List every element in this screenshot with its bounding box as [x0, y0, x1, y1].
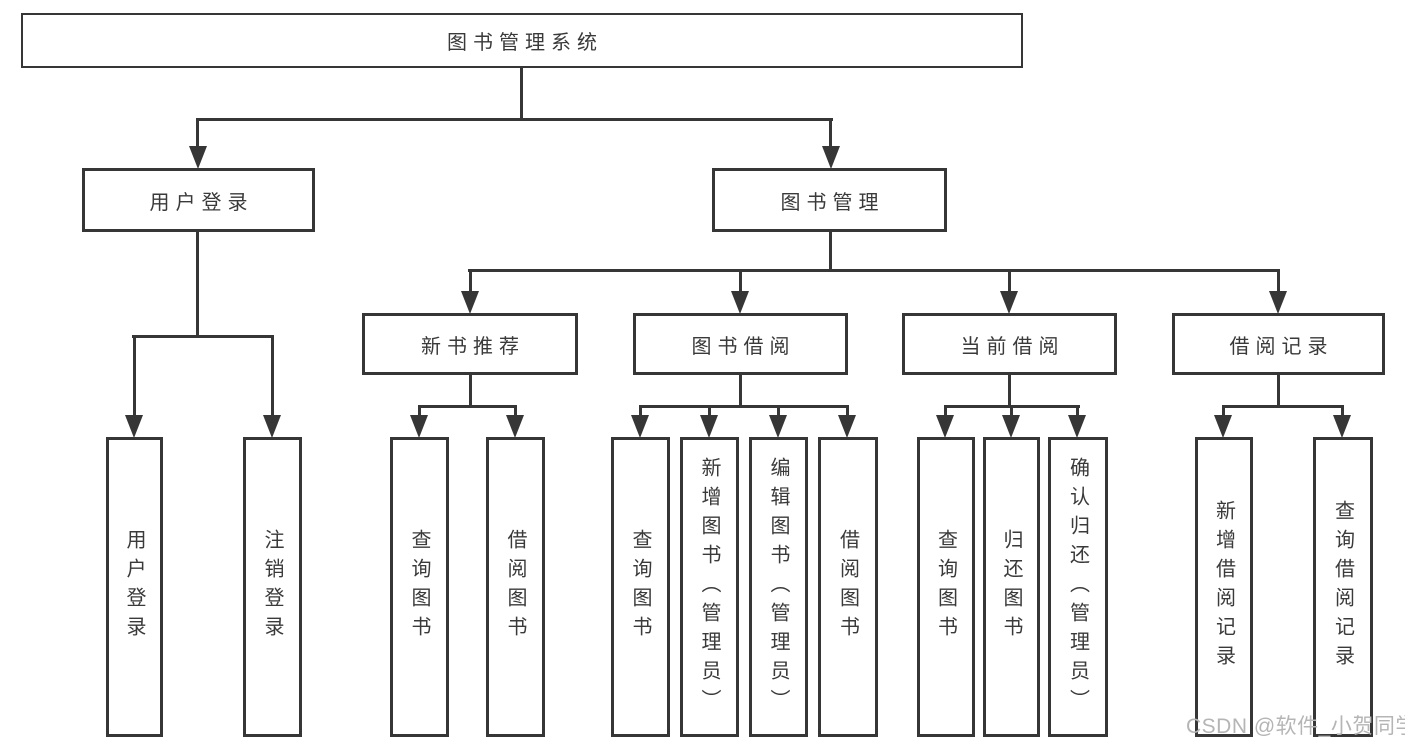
leaf-user-login: 用户登录 [106, 437, 163, 737]
node-label: 新书推荐 [421, 335, 525, 358]
connector-v-leaf [514, 405, 517, 418]
leaf-add-books-admin: 新增图书（管理员） [680, 437, 739, 737]
node-label: 图书管理系统 [447, 32, 603, 54]
arrow-down-icon [125, 415, 143, 438]
arrow-down-icon [1068, 415, 1086, 438]
node-label: 借阅记录 [1229, 335, 1334, 358]
leaf-borrow-books: 借阅图书 [818, 437, 878, 737]
connector-v-leaf [271, 335, 274, 416]
leaf-return-books: 归还图书 [983, 437, 1040, 737]
node-root-library-system: 图书管理系统 [21, 13, 1023, 68]
leaf-query-borrow-record: 查询借阅记录 [1313, 437, 1373, 737]
arrow-down-icon [769, 415, 787, 438]
node-user-login: 用户登录 [82, 168, 315, 232]
connector-v-leaf [944, 405, 947, 418]
arrow-down-icon [838, 415, 856, 438]
node-label: 注销登录 [261, 529, 283, 645]
node-label: 确认归还（管理员） [1066, 456, 1089, 718]
connector-v-user-login [196, 118, 199, 148]
node-book-management: 图书管理 [712, 168, 947, 232]
connector-v-user-login-down [196, 230, 199, 337]
arrow-down-icon [731, 291, 749, 314]
connector-h-user-login-branch [132, 335, 274, 338]
connector-v-book-mgmt-down [829, 231, 832, 272]
arrow-down-icon [1269, 291, 1287, 314]
arrow-down-icon [506, 415, 524, 438]
arrow-down-icon [1002, 415, 1020, 438]
arrow-down-icon [189, 146, 207, 169]
node-label: 归还图书 [1000, 529, 1022, 645]
arrow-down-icon [936, 415, 954, 438]
arrow-down-icon [1333, 415, 1351, 438]
arrow-down-icon [1214, 415, 1232, 438]
connector-v-l3 [1277, 269, 1280, 294]
arrow-down-icon [461, 291, 479, 314]
arrow-down-icon [631, 415, 649, 438]
connector-h-records-branch [1222, 405, 1344, 408]
leaf-edit-books-admin: 编辑图书（管理员） [749, 437, 808, 737]
connector-v-leaf [1341, 405, 1344, 418]
connector-v-leaf [1076, 405, 1079, 418]
connector-v-leaf [846, 405, 849, 418]
leaf-query-books: 查询图书 [390, 437, 449, 737]
node-label: 查询图书 [408, 529, 430, 645]
connector-v-leaf [1010, 405, 1013, 418]
node-label: 编辑图书（管理员） [767, 456, 789, 718]
connector-v-l3 [1008, 269, 1011, 294]
connector-v-bookborrow-down [739, 375, 742, 407]
connector-h-level2 [196, 118, 833, 121]
node-borrow-records: 借阅记录 [1172, 313, 1385, 375]
node-label: 借阅图书 [504, 529, 526, 645]
arrow-down-icon [410, 415, 428, 438]
connector-v-currentborrow-down [1008, 375, 1011, 407]
node-label: 查询图书 [934, 529, 957, 645]
node-label: 查询借阅记录 [1331, 500, 1354, 674]
node-label: 图书借阅 [691, 335, 796, 358]
node-current-borrow: 当前借阅 [902, 313, 1117, 375]
node-label: 用户登录 [149, 191, 254, 214]
leaf-add-borrow-record: 新增借阅记录 [1195, 437, 1253, 737]
node-label: 查询图书 [629, 529, 651, 645]
connector-h-level3 [468, 269, 1280, 272]
connector-v-leaf [1222, 405, 1225, 418]
leaf-confirm-return-admin: 确认归还（管理员） [1048, 437, 1108, 737]
connector-v-leaf [639, 405, 642, 418]
connector-v-book-mgmt [829, 118, 832, 148]
node-label: 用户登录 [123, 529, 145, 645]
watermark: CSDN @软件_小贺同学 [1186, 715, 1405, 738]
leaf-borrow-books: 借阅图书 [486, 437, 545, 737]
connector-v-leaf [133, 335, 136, 416]
node-label: 图书管理 [780, 191, 885, 214]
leaf-query-books: 查询图书 [611, 437, 670, 737]
node-label: 当前借阅 [960, 335, 1065, 358]
node-book-borrow: 图书借阅 [633, 313, 848, 375]
leaf-logout: 注销登录 [243, 437, 302, 737]
connector-v-l3 [739, 269, 742, 294]
node-label: 借阅图书 [836, 529, 859, 645]
connector-v-newbook-down [469, 375, 472, 407]
connector-v-leaf [708, 405, 711, 418]
arrow-down-icon [1000, 291, 1018, 314]
connector-v-leaf [777, 405, 780, 418]
leaf-query-books: 查询图书 [917, 437, 975, 737]
connector-v-root [520, 66, 523, 120]
connector-v-l3 [469, 269, 472, 294]
connector-h-newbook-branch [418, 405, 517, 408]
node-new-book-recommend: 新书推荐 [362, 313, 578, 375]
connector-h-bookborrow-branch [639, 405, 849, 408]
arrow-down-icon [700, 415, 718, 438]
arrow-down-icon [263, 415, 281, 438]
connector-v-records-down [1277, 375, 1280, 407]
node-label: 新增图书（管理员） [698, 456, 720, 718]
node-label: 新增借阅记录 [1212, 500, 1235, 674]
connector-v-leaf [418, 405, 421, 418]
arrow-down-icon [822, 146, 840, 169]
